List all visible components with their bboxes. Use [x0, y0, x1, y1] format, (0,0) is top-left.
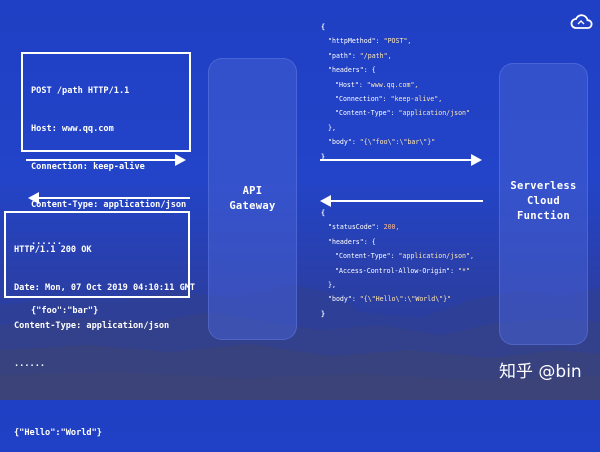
- http-response-box: HTTP/1.1 200 OK Date: Mon, 07 Oct 2019 0…: [4, 211, 196, 438]
- mountain-background: [0, 285, 600, 400]
- json-key: "httpMethod":: [328, 37, 380, 46]
- request-host-line: Host: www.qq.com: [31, 123, 114, 134]
- json-string: "www.qq.com",: [366, 80, 419, 89]
- arrow-head-left-icon: [320, 195, 331, 207]
- json-key: "body":: [328, 138, 356, 147]
- response-acao-row: "Access-Control-Allow-Origin": "*": [321, 264, 474, 278]
- response-arrow-to-client: [28, 192, 190, 204]
- api-gateway-label: API Gateway: [209, 184, 296, 214]
- json-key: "headers":: [328, 66, 368, 75]
- json-key: "headers":: [328, 237, 368, 246]
- api-gateway-label-line1: API: [242, 185, 263, 197]
- request-arrow-to-gateway: [26, 154, 186, 166]
- json-key: "Content-Type":: [335, 252, 395, 261]
- event-content-type-row: "Content-Type": "application/json": [321, 106, 470, 120]
- json-string: "application/json",: [398, 252, 474, 261]
- serverless-function-node: Serverless Cloud Function: [499, 63, 588, 345]
- json-key: "Content-Type":: [335, 109, 395, 118]
- json-string: "keep-alive",: [390, 95, 443, 104]
- response-content-type-row: "Content-Type": "application/json",: [321, 249, 474, 263]
- serverless-label-line2: Cloud: [526, 195, 561, 207]
- json-key: "Connection":: [335, 95, 387, 104]
- arrow-head-right-icon: [175, 154, 186, 166]
- response-headers-row: "headers": {: [321, 235, 474, 249]
- json-key: "Host":: [335, 80, 363, 89]
- response-ellipsis: ......: [14, 358, 46, 369]
- json-string: "/path",: [359, 51, 392, 60]
- event-json: {"httpMethod": "POST","path": "/path","h…: [321, 20, 470, 164]
- json-key: "body":: [328, 295, 356, 304]
- response-body-row: "body": "{\"Hello\":\"World\"}": [321, 292, 474, 306]
- json-string: "POST",: [383, 37, 412, 46]
- request-body-line: {"foo":"bar"}: [31, 306, 99, 317]
- json-key: "path":: [328, 51, 356, 60]
- response-json: {"statusCode": 200,"headers": {"Content-…: [321, 206, 474, 321]
- request-ellipsis: ......: [31, 237, 63, 248]
- response-gap: [14, 395, 180, 401]
- json-brace: {: [371, 237, 376, 246]
- event-headers-close: },: [328, 123, 336, 132]
- event-body-row: "body": "{\"foo\":\"bar\"}": [321, 135, 470, 149]
- response-status-line: HTTP/1.1 200 OK: [14, 245, 92, 256]
- request-connection-line: Connection: keep-alive: [31, 161, 145, 172]
- event-path-row: "path": "/path",: [321, 49, 470, 63]
- json-string: "{\"foo\":\"bar\"}": [359, 138, 436, 147]
- json-string: "{\"Hello\":\"World\"}": [359, 295, 452, 304]
- serverless-label: Serverless Cloud Function: [500, 179, 587, 224]
- json-string: "*": [458, 266, 470, 275]
- arrow-head-right-icon: [471, 154, 482, 166]
- request-content-type-line: Content-Type: application/json: [31, 199, 187, 210]
- event-headers-row: "headers": {: [321, 63, 470, 77]
- response-body-line: {"Hello":"World"}: [14, 427, 102, 438]
- serverless-label-line3: Function: [517, 210, 570, 222]
- request-line: POST /path HTTP/1.1: [31, 86, 130, 97]
- response-date-line: Date: Mon, 07 Oct 2019 04:10:11 GMT: [14, 282, 196, 293]
- api-gateway-node: API Gateway: [208, 58, 297, 340]
- json-number: 200,: [383, 223, 400, 232]
- json-key: "Access-Control-Allow-Origin":: [335, 266, 455, 275]
- serverless-label-line1: Serverless: [510, 180, 577, 192]
- result-arrow-to-gateway: [320, 195, 483, 207]
- json-string: "application/json": [398, 109, 470, 118]
- response-content-type-line: Content-Type: application/json: [14, 320, 170, 331]
- api-gateway-label-line2: Gateway: [229, 200, 276, 212]
- event-json-close: }: [321, 152, 325, 161]
- event-json-open: {: [321, 23, 325, 31]
- event-arrow-to-function: [320, 154, 482, 166]
- event-connection-row: "Connection": "keep-alive",: [321, 92, 470, 106]
- event-host-row: "Host": "www.qq.com",: [321, 78, 470, 92]
- event-http-method-row: "httpMethod": "POST",: [321, 34, 470, 48]
- json-brace: {: [371, 66, 376, 75]
- http-request-box: POST /path HTTP/1.1 Host: www.qq.com Con…: [21, 52, 191, 316]
- response-json-open: {: [321, 209, 325, 217]
- response-json-close: }: [321, 309, 325, 318]
- json-key: "statusCode":: [328, 223, 380, 232]
- watermark: 知乎 @bin: [499, 362, 582, 382]
- response-headers-close: },: [328, 281, 336, 290]
- cloud-icon: [570, 14, 593, 29]
- arrow-head-left-icon: [28, 192, 39, 204]
- response-status-row: "statusCode": 200,: [321, 220, 474, 234]
